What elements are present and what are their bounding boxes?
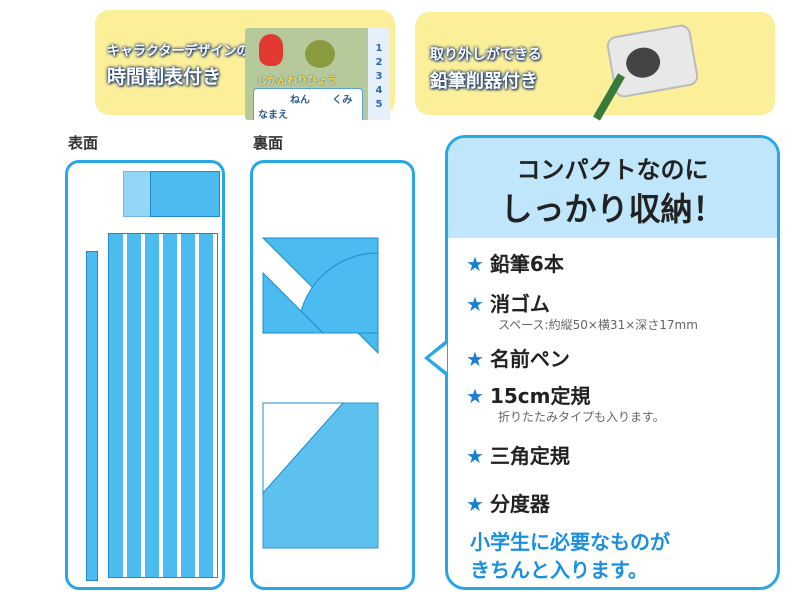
bubble-title-2: しっかり収納！ (500, 190, 725, 228)
item-label: 分度器 (489, 492, 550, 516)
footer-line-2: きちんと入ります。 (470, 558, 648, 582)
back-label: 裏面 (253, 134, 284, 152)
contents-bubble: コンパクトなのに しっかり収納！ ★鉛筆6本 ★消ゴム スペース:約縦50×横3… (445, 135, 780, 590)
sharpener-caption-2: 鉛筆削器付き (430, 71, 538, 92)
case-back-diagram (250, 160, 415, 590)
period: 2 (375, 57, 383, 68)
item-pencils: ★鉛筆6本 (466, 248, 564, 277)
rabbit-character-icon (259, 34, 283, 66)
bubble-header: コンパクトなのに しっかり収納！ (448, 138, 777, 238)
sharpener-icon (605, 23, 700, 99)
star-icon: ★ (466, 384, 484, 408)
timetable-caption-1: キャラクターデザインの (107, 44, 250, 59)
year-label: ねん (290, 95, 310, 106)
footer-line-1: 小学生に必要なものが (470, 530, 670, 554)
timetable-form: ねん くみ なまえ (253, 88, 363, 120)
turtle-character-icon (305, 40, 335, 68)
item-label: 名前ペン (489, 347, 570, 371)
bubble-title-1: コンパクトなのに (516, 156, 709, 184)
star-icon: ★ (466, 252, 484, 276)
timetable-feature-card: キャラクターデザインの 時間割表付き じかんわりひょう ねん くみ なまえ 1 … (95, 10, 395, 120)
sharpener-feature-card: 取り外しができる 鉛筆削器付き (415, 12, 775, 121)
period-numbers: 1 2 3 4 5 (368, 28, 390, 120)
star-icon: ★ (466, 292, 484, 316)
eraser-note: スペース:約縦50×横31×深さ17mm (498, 318, 698, 332)
item-label: 15cm定規 (489, 384, 591, 408)
name-pen-shape (86, 251, 98, 581)
sharpener-slot (150, 171, 220, 217)
front-label: 表面 (68, 134, 99, 152)
item-label: 消ゴム (489, 292, 550, 316)
sharpener-caption-1: 取り外しができる (430, 47, 542, 63)
item-label: 三角定規 (489, 444, 570, 468)
class-label: くみ (332, 95, 353, 106)
case-front-diagram (65, 160, 225, 590)
period: 4 (375, 85, 383, 96)
sharpener-slot-side (123, 171, 151, 217)
period: 1 (375, 43, 383, 54)
item-protractor: ★分度器 (466, 488, 550, 517)
star-icon: ★ (466, 444, 484, 468)
timetable-caption-2: 時間割表付き (107, 66, 222, 88)
period: 3 (375, 71, 383, 82)
bubble-tail-inner (429, 344, 447, 372)
name-label: なまえ (258, 110, 288, 120)
star-icon: ★ (466, 347, 484, 371)
item-ruler: ★15cm定規 (466, 380, 590, 409)
ruler-note: 折りたたみタイプも入ります。 (498, 410, 665, 424)
rulers-shape (261, 237, 379, 549)
timetable-title: じかんわりひょう (257, 76, 337, 87)
timetable-image: じかんわりひょう ねん くみ なまえ 1 2 3 4 5 (245, 28, 390, 120)
item-triangle-ruler: ★三角定規 (466, 440, 570, 469)
item-label: 鉛筆6本 (489, 252, 564, 276)
star-icon: ★ (466, 492, 484, 516)
item-eraser: ★消ゴム (466, 288, 550, 317)
pencils-shape (108, 233, 218, 578)
period: 5 (375, 99, 383, 110)
item-name-pen: ★名前ペン (466, 343, 570, 372)
